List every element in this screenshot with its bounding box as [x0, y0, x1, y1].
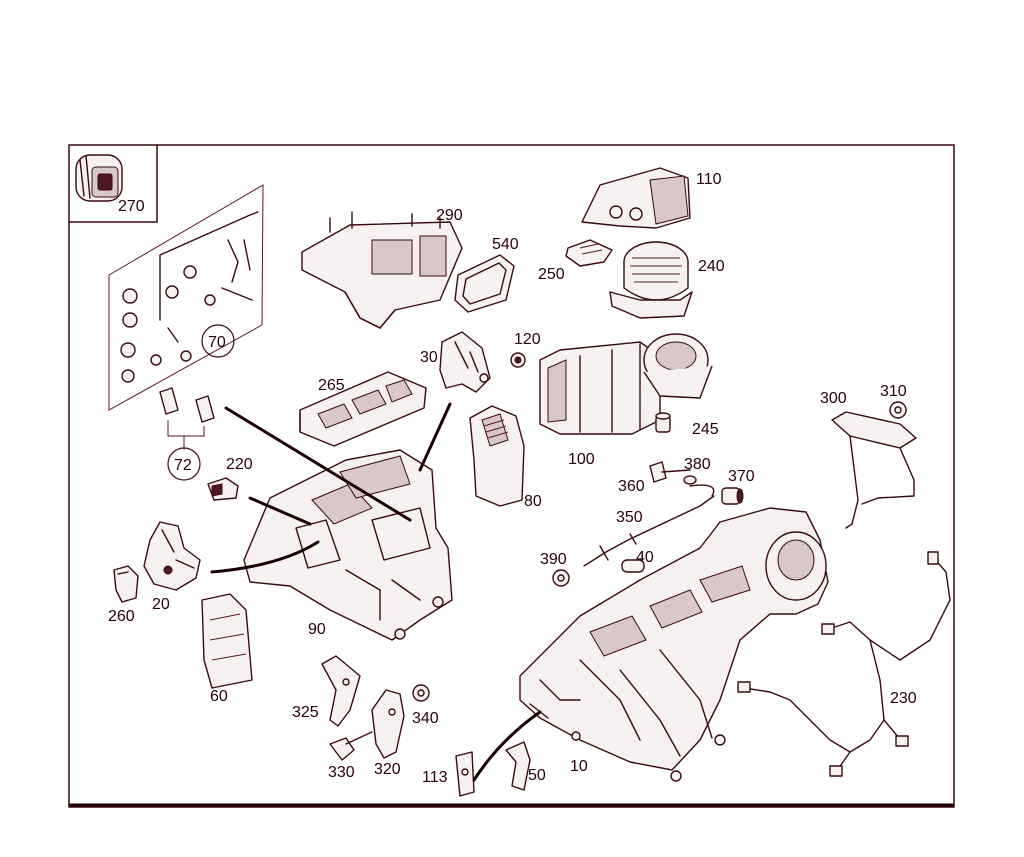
part-40[interactable]: [621, 559, 645, 573]
part-310[interactable]: [889, 401, 907, 419]
label-320: 320: [374, 761, 401, 778]
label-113: 113: [422, 769, 448, 786]
part-540[interactable]: [454, 254, 515, 313]
label-70: 70: [208, 334, 226, 351]
label-60: 60: [210, 688, 228, 705]
diagram-frame: [68, 144, 955, 808]
part-70-kit[interactable]: [108, 184, 264, 411]
label-220: 220: [226, 456, 253, 473]
part-260[interactable]: [113, 565, 139, 603]
part-300[interactable]: [831, 411, 917, 529]
part-350[interactable]: [583, 495, 715, 567]
label-90: 90: [308, 621, 326, 638]
part-270[interactable]: [75, 154, 123, 202]
part-360[interactable]: [649, 461, 691, 483]
part-390[interactable]: [552, 569, 570, 587]
assembly-leaders: [210, 402, 542, 782]
label-20: 20: [152, 596, 170, 613]
part-325[interactable]: [321, 655, 361, 727]
label-370: 370: [728, 468, 755, 485]
part-80[interactable]: [469, 405, 525, 507]
label-270: 270: [118, 198, 145, 215]
label-260: 260: [108, 608, 135, 625]
part-20[interactable]: [143, 521, 201, 591]
part-110[interactable]: [581, 167, 691, 229]
label-250: 250: [538, 266, 565, 283]
part-330[interactable]: [329, 731, 373, 761]
label-310: 310: [880, 383, 907, 400]
label-245: 245: [692, 421, 719, 438]
part-320[interactable]: [371, 689, 405, 759]
label-360: 360: [618, 478, 645, 495]
label-80: 80: [524, 493, 542, 510]
label-340: 340: [412, 710, 439, 727]
part-113[interactable]: [455, 751, 475, 797]
label-380: 380: [684, 456, 711, 473]
label-120: 120: [514, 331, 541, 348]
label-330: 330: [328, 764, 355, 781]
label-390: 390: [540, 551, 567, 568]
part-265[interactable]: [299, 371, 427, 447]
inset-box-270: [69, 145, 158, 223]
part-72[interactable]: [159, 387, 215, 481]
part-370[interactable]: [721, 487, 744, 505]
part-10[interactable]: [519, 507, 829, 782]
label-50: 50: [528, 767, 546, 784]
part-380[interactable]: [683, 475, 715, 497]
label-300: 300: [820, 390, 847, 407]
part-220[interactable]: [207, 477, 239, 501]
label-540: 540: [492, 236, 519, 253]
label-100: 100: [568, 451, 595, 468]
label-72: 72: [174, 457, 192, 474]
part-100[interactable]: [539, 333, 713, 435]
part-240[interactable]: [609, 241, 693, 319]
part-230[interactable]: [737, 551, 951, 777]
part-90[interactable]: [243, 449, 453, 641]
part-245[interactable]: [655, 412, 671, 433]
label-110: 110: [696, 171, 722, 188]
part-50[interactable]: [505, 741, 531, 791]
label-325: 325: [292, 704, 319, 721]
part-250[interactable]: [565, 239, 613, 267]
label-230: 230: [890, 690, 917, 707]
label-350: 350: [616, 509, 643, 526]
label-10: 10: [570, 758, 588, 775]
label-240: 240: [698, 258, 725, 275]
part-120[interactable]: [510, 352, 526, 368]
part-30[interactable]: [439, 331, 491, 393]
part-290[interactable]: [301, 211, 463, 329]
label-290: 290: [436, 207, 463, 224]
label-265: 265: [318, 377, 345, 394]
label-30: 30: [420, 349, 438, 366]
label-40: 40: [636, 549, 654, 566]
part-60[interactable]: [201, 593, 253, 689]
part-340[interactable]: [412, 684, 430, 702]
